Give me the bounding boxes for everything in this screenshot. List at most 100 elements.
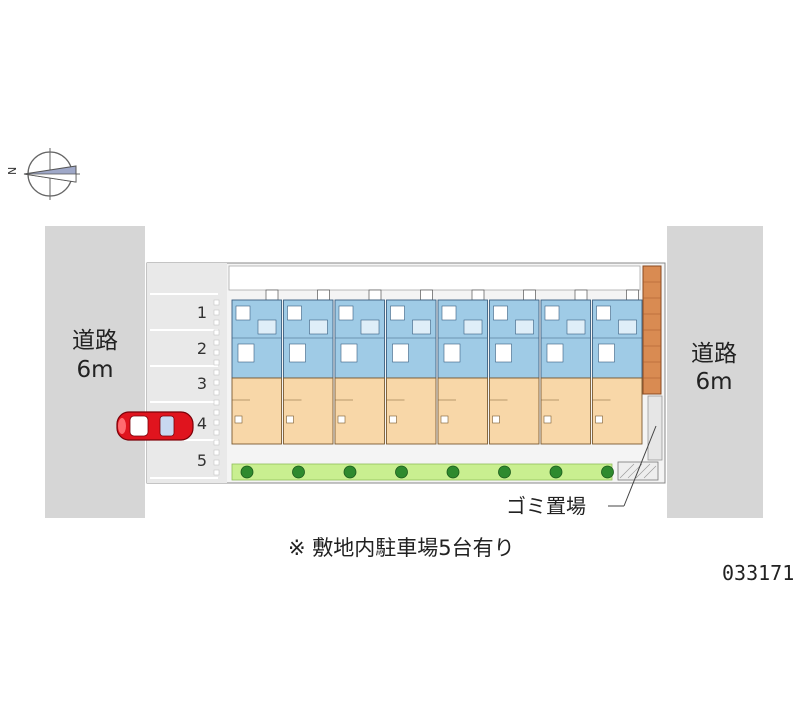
wheel-stop <box>213 459 220 466</box>
parking-number: 2 <box>197 339 207 358</box>
room <box>334 377 385 445</box>
shrub-icon <box>601 465 614 479</box>
car-icon <box>116 411 194 441</box>
room <box>592 377 643 445</box>
fixture <box>495 343 512 363</box>
shrub-icon <box>292 465 305 479</box>
unit <box>334 289 385 445</box>
right-road <box>667 226 763 518</box>
garbage-label: ゴミ置場 <box>506 494 586 518</box>
shrub-icon <box>395 465 408 479</box>
wheel-stop <box>213 319 220 326</box>
fixture <box>235 305 251 321</box>
unit <box>437 289 488 445</box>
fixture <box>286 415 294 424</box>
north-mark: N <box>6 167 19 175</box>
fixture <box>463 319 483 335</box>
fixture <box>338 305 354 321</box>
unit <box>592 289 643 445</box>
fixture <box>596 305 611 321</box>
property-code: 033171 <box>722 561 794 585</box>
fixture <box>390 305 405 321</box>
wheel-stop <box>213 439 220 446</box>
entrance-mark <box>574 289 588 301</box>
walkway <box>228 265 641 291</box>
shrubs <box>240 465 614 479</box>
entrance-mark <box>471 289 485 301</box>
wheel-stop <box>213 409 220 416</box>
room <box>437 377 488 445</box>
shrub-icon <box>498 465 511 479</box>
parking-number: 5 <box>197 451 207 470</box>
wheel-stop <box>213 369 220 376</box>
fixture <box>392 343 409 363</box>
fixture <box>287 305 302 321</box>
wheel-stop <box>213 359 220 366</box>
wheel-stop <box>213 389 220 396</box>
fixture <box>237 343 255 363</box>
entrance-mark <box>420 289 433 301</box>
fixture <box>618 319 637 335</box>
unit <box>231 289 282 445</box>
parking-space-lines <box>150 293 220 479</box>
parking-number: 1 <box>197 303 207 322</box>
entrance-mark <box>523 289 536 301</box>
right-road-width: 6m <box>695 369 732 395</box>
fixture <box>234 415 243 424</box>
fixture <box>389 415 397 424</box>
wheel-stop <box>213 379 220 386</box>
wheel-stop <box>213 349 220 356</box>
parking-space-numbers: 1 2 3 4 5 <box>197 303 207 470</box>
compass-icon: N <box>6 148 80 200</box>
fixture <box>257 319 277 335</box>
wheel-stop <box>213 449 220 456</box>
shrub-icon <box>240 465 254 479</box>
room <box>540 377 591 445</box>
parking-note: ※ 敷地内駐車場5台有り <box>288 536 515 560</box>
fixture <box>337 415 346 424</box>
parking-number: 4 <box>197 414 207 433</box>
room <box>489 377 540 445</box>
fixture <box>443 343 461 363</box>
fixture <box>412 319 431 335</box>
entrance-mark <box>317 289 330 301</box>
fixture <box>515 319 534 335</box>
left-road-width: 6m <box>76 357 113 383</box>
wheel-stop <box>213 339 220 346</box>
left-road <box>45 226 145 518</box>
fixture <box>598 343 615 363</box>
shrub-icon <box>446 465 460 479</box>
shrub-icon <box>343 465 357 479</box>
unit <box>540 289 591 445</box>
wheel-stop <box>213 329 220 336</box>
fixture <box>543 415 552 424</box>
parking-number: 3 <box>197 374 207 393</box>
fixture <box>441 305 457 321</box>
fixture <box>492 415 500 424</box>
wheel-stop <box>213 399 220 406</box>
unit <box>283 289 334 445</box>
room <box>386 377 437 445</box>
fixture <box>546 343 564 363</box>
fixture <box>595 415 603 424</box>
unit <box>386 289 437 445</box>
fixture <box>566 319 586 335</box>
building <box>231 289 643 445</box>
left-road-name: 道路 <box>72 328 118 354</box>
fixture <box>360 319 380 335</box>
fixture <box>289 343 306 363</box>
fixture <box>309 319 328 335</box>
wheel-stop <box>213 429 220 436</box>
entrance-mark <box>265 289 279 301</box>
wheel-stop <box>213 299 220 306</box>
fixture <box>340 343 358 363</box>
wheel-stop <box>213 469 220 476</box>
shrub-icon <box>549 465 563 479</box>
parking-lot <box>147 263 227 483</box>
fixture <box>493 305 508 321</box>
right-road-name: 道路 <box>691 341 737 367</box>
unit <box>489 289 540 445</box>
wheel-stop <box>213 309 220 316</box>
entrance-mark <box>368 289 382 301</box>
